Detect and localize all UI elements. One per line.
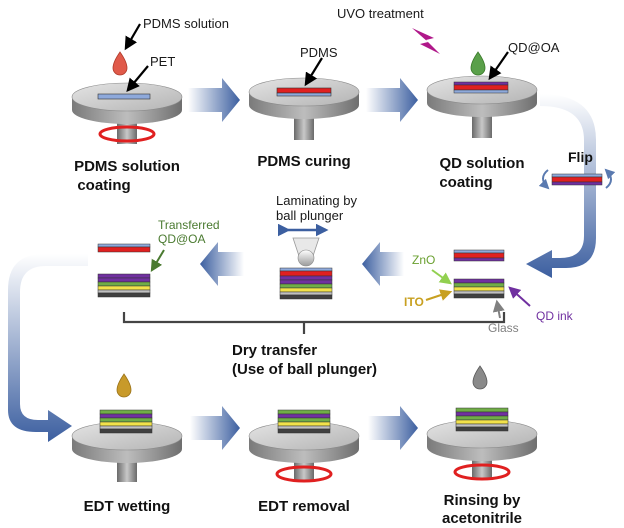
qd-drop-icon <box>470 51 486 76</box>
step-edt-removal: EDT removal <box>258 498 350 515</box>
pdms-drop-icon <box>112 51 128 76</box>
spin-coater-4 <box>71 409 183 482</box>
pet-pointer <box>126 65 149 93</box>
label-transferred-line1: Transferred <box>158 218 220 232</box>
spin-coater-5 <box>248 409 360 483</box>
acetonitrile-drop-icon <box>472 365 488 390</box>
step-rinsing-line1: Rinsing by <box>444 492 521 509</box>
label-dry-transfer-line2: (Use of ball plunger) <box>232 361 377 378</box>
step-edt-wetting: EDT wetting <box>84 498 171 515</box>
stamp-after-transfer <box>97 243 151 253</box>
label-ito: ITO <box>404 295 424 309</box>
label-zno: ZnO <box>412 253 435 267</box>
device-after-transfer <box>97 273 151 298</box>
step-pdms-solution-coating-line2: coating <box>77 177 130 194</box>
step-qd-solution-coating-line1: QD solution <box>440 155 525 172</box>
spin-coater-1 <box>71 82 183 144</box>
rotation-arrow <box>98 125 156 143</box>
qd-oa-pointer <box>488 51 509 81</box>
flow-arrow-1 <box>188 78 240 122</box>
spin-coater-6 <box>426 407 538 481</box>
label-transferred-line2: QD@OA <box>158 232 206 246</box>
flow-arrow-2 <box>366 78 418 122</box>
label-pdms: PDMS <box>300 45 338 60</box>
ball-plunger-icon <box>297 249 315 267</box>
label-laminating-line2: ball plunger <box>276 208 344 223</box>
spin-coater-3 <box>426 75 538 138</box>
label-glass: Glass <box>488 321 519 335</box>
pdms-solution-pointer <box>124 23 141 51</box>
laminating-stack <box>279 267 333 300</box>
step-rinsing-line2: acetonitrile <box>442 510 522 527</box>
flip-stack <box>551 173 603 186</box>
ito-pointer <box>425 289 453 301</box>
qd-ink-pointer <box>508 286 531 307</box>
glass-pointer <box>492 299 505 319</box>
flow-arrow-6 <box>368 406 418 450</box>
stamp-stack-right <box>453 249 505 262</box>
label-qd-oa: QD@OA <box>508 40 560 55</box>
spin-coater-2 <box>248 77 360 140</box>
flow-arrow-4 <box>200 242 244 286</box>
label-dry-transfer-line1: Dry transfer <box>232 342 317 359</box>
dry-transfer-bracket <box>122 312 506 334</box>
flip-arrow-left <box>538 169 550 190</box>
transferred-pointer <box>150 249 165 273</box>
label-flip: Flip <box>568 149 593 165</box>
label-qd-ink: QD ink <box>536 309 574 323</box>
flow-arrow-down-left <box>8 254 88 442</box>
pet-substrate <box>97 93 151 100</box>
step-qd-solution-coating-line2: coating <box>439 174 492 191</box>
flow-arrow-5 <box>190 406 240 450</box>
uvo-lightning-icon <box>412 28 440 54</box>
label-uvo-treatment: UVO treatment <box>337 6 424 21</box>
flow-arrow-flip <box>526 94 596 278</box>
device-stack-right <box>453 278 505 299</box>
pdms-pointer <box>304 57 323 87</box>
label-pdms-solution: PDMS solution <box>143 16 229 31</box>
step-pdms-solution-coating-line1: PDMS solution <box>74 158 180 175</box>
label-laminating-line1: Laminating by <box>276 193 357 208</box>
pdms-layer <box>276 87 332 94</box>
flip-arrow-right <box>604 168 616 189</box>
flow-arrow-3 <box>362 242 404 286</box>
edt-drop-icon <box>116 373 132 398</box>
zno-pointer <box>431 269 452 285</box>
pet-layer <box>276 92 332 97</box>
label-pet: PET <box>150 54 175 69</box>
step-pdms-curing: PDMS curing <box>257 153 350 170</box>
